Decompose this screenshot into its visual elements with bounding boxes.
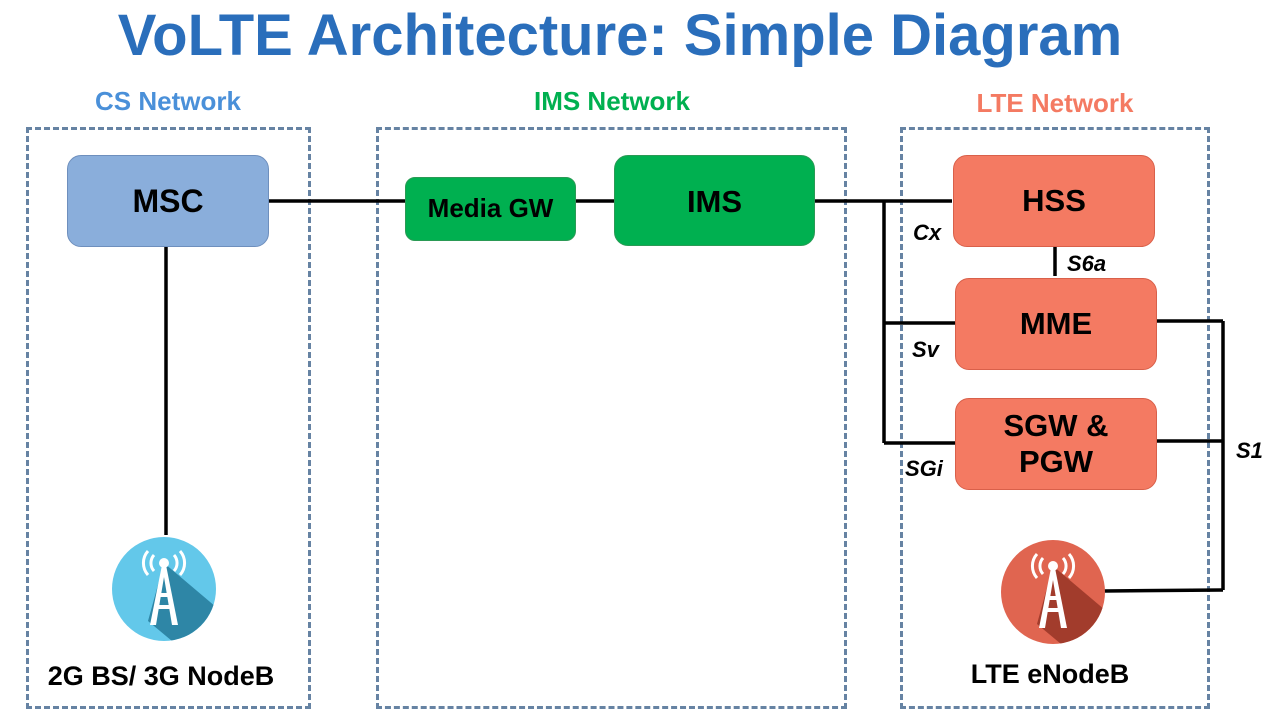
sgi-interface-label: SGi [905, 456, 943, 481]
hss-label: HSS [1022, 183, 1086, 219]
sv-interface-label: Sv [912, 337, 939, 362]
mme-label: MME [1019, 306, 1093, 342]
media-gw-label: Media GW [427, 193, 554, 224]
cs-network-zone [26, 127, 311, 709]
lte-network-label: LTE Network [976, 88, 1134, 118]
diagram-title: VoLTE Architecture: Simple Diagram [117, 3, 1123, 68]
hss-node[interactable]: HSS [953, 155, 1155, 247]
lte-station-label: LTE eNodeB [970, 659, 1130, 689]
ims-network-label: IMS Network [533, 86, 691, 116]
s6a-interface-label: S6a [1067, 251, 1107, 276]
sgw-pgw-label-line2: PGW [1018, 444, 1094, 479]
cx-interface-label: Cx [913, 220, 942, 245]
cell-tower-icon [1001, 540, 1105, 644]
sgw-pgw-node[interactable]: SGW & PGW [955, 398, 1157, 490]
cs-network-label: CS Network [95, 86, 241, 116]
enodeb-s1-link [1103, 588, 1224, 593]
cell-tower-icon [112, 537, 216, 641]
msc-label: MSC [132, 182, 204, 219]
ims-label: IMS [686, 184, 743, 219]
mme-node[interactable]: MME [955, 278, 1157, 370]
sgw-pgw-label-line1: SGW & [1003, 408, 1109, 444]
s1-interface-label: S1 [1236, 438, 1263, 463]
lte-network-zone [900, 127, 1210, 709]
cs-station-label: 2G BS/ 3G NodeB [47, 661, 275, 691]
ims-network-zone [376, 127, 847, 709]
ims-node[interactable]: IMS [614, 155, 815, 246]
msc-node[interactable]: MSC [67, 155, 269, 247]
media-gw-node[interactable]: Media GW [405, 177, 576, 241]
